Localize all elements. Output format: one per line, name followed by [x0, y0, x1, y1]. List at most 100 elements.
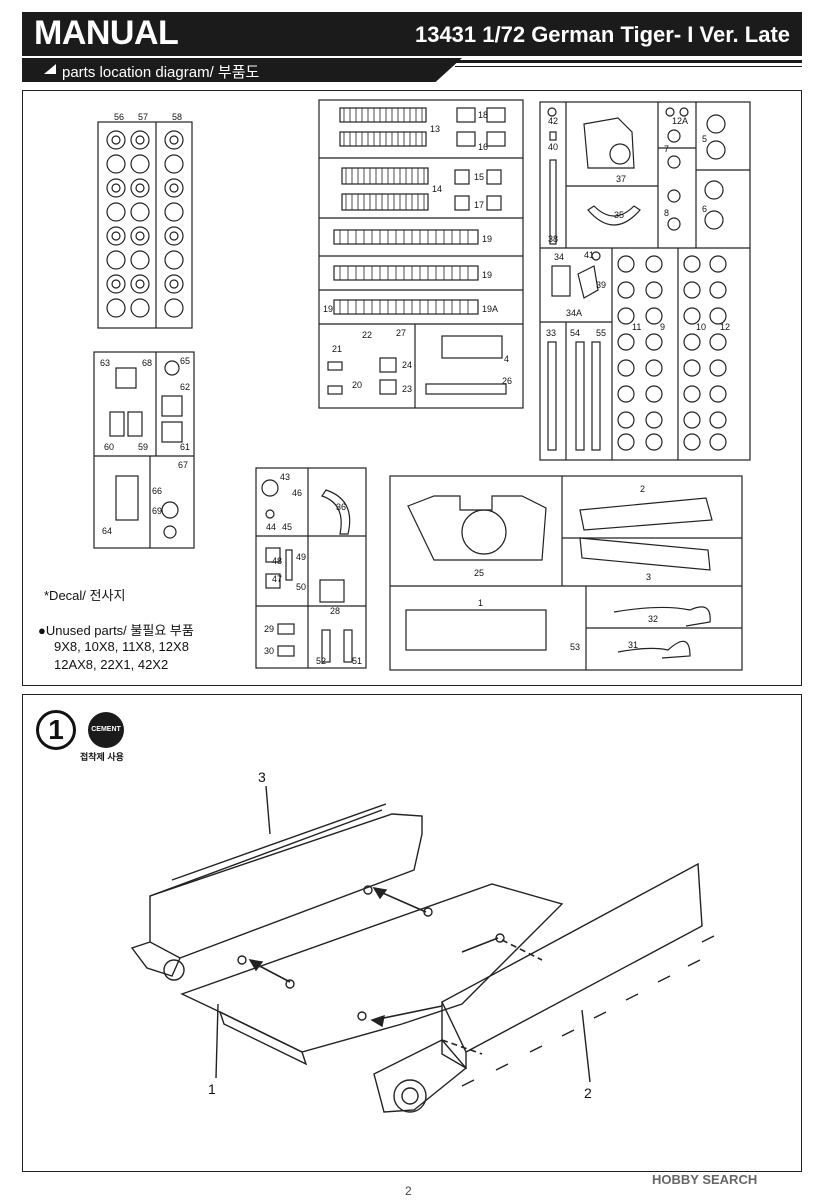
- part-number: 23: [402, 384, 412, 394]
- part-number: 4: [504, 354, 509, 364]
- part-number: 61: [180, 442, 190, 452]
- part-number: 51: [352, 656, 362, 666]
- part-number: 42: [548, 116, 558, 126]
- part-number: 39: [596, 280, 606, 290]
- part-number: 7: [664, 144, 669, 154]
- sprue-wheels-frame: [97, 121, 193, 329]
- part-number: 8: [664, 208, 669, 218]
- sprue-small-b-frame: [255, 467, 367, 669]
- part-number: 12A: [672, 116, 688, 126]
- part-number: 47: [272, 574, 282, 584]
- part-number: 64: [102, 526, 112, 536]
- cement-label: 접착제 사용: [80, 752, 124, 762]
- part-number: 62: [180, 382, 190, 392]
- part-number: 65: [180, 356, 190, 366]
- part-number: 3: [646, 572, 651, 582]
- part-number: 48: [272, 556, 282, 566]
- part-number: 6: [702, 204, 707, 214]
- part-number: 34A: [566, 308, 582, 318]
- section-label: parts location diagram/ 부품도: [62, 64, 260, 81]
- part-number: 43: [280, 472, 290, 482]
- assembly-step-panel: [22, 694, 802, 1172]
- sprue-turret-frame: [539, 101, 751, 461]
- part-number: 38: [548, 234, 558, 244]
- part-number: 44: [266, 522, 276, 532]
- sprue-diagram: 56 57 58 13 18 16 14 15 17 19 19 19 19A …: [93, 99, 751, 671]
- manual-title: MANUAL: [34, 14, 179, 52]
- part-number: 59: [138, 442, 148, 452]
- part-number: 29: [264, 624, 274, 634]
- part-number: 5: [702, 134, 707, 144]
- return-roller-grid: [617, 255, 727, 451]
- part-number: 12: [720, 322, 730, 332]
- section-bar: [22, 58, 462, 82]
- sprue-tracks-frame: [318, 99, 524, 409]
- part-number: 20: [352, 380, 362, 390]
- part-number: 58: [172, 112, 182, 122]
- part-number: 54: [570, 328, 580, 338]
- part-number: 22: [362, 330, 372, 340]
- part-number: 28: [330, 606, 340, 616]
- part-number: 18: [478, 110, 488, 120]
- part-number: 56: [114, 112, 124, 122]
- side-plate-right: [441, 862, 703, 1053]
- part-number: 9: [660, 322, 665, 332]
- part-number: 24: [402, 360, 412, 370]
- part-number: 36: [336, 502, 346, 512]
- header-bar: [22, 12, 802, 56]
- part-number: 15: [474, 172, 484, 182]
- part-number: 34: [554, 252, 564, 262]
- part-number: 49: [296, 552, 306, 562]
- step-number-badge: 1: [36, 710, 76, 750]
- part-number: 41: [584, 250, 594, 260]
- sprue-small-a-frame: [93, 351, 195, 549]
- callout-1: 1: [208, 1081, 216, 1097]
- part-number: 21: [332, 344, 342, 354]
- sprue-hull-frame: [389, 475, 743, 671]
- part-number: 40: [548, 142, 558, 152]
- part-number: 35: [614, 210, 624, 220]
- section-rule: [440, 60, 802, 63]
- part-number: 69: [152, 506, 162, 516]
- part-number: 57: [138, 112, 148, 122]
- part-number: 19: [482, 270, 492, 280]
- callout-2: 2: [584, 1085, 592, 1101]
- part-number: 2: [640, 484, 645, 494]
- part-number: 14: [432, 184, 442, 194]
- page-number: 2: [405, 1184, 412, 1198]
- part-number: 68: [142, 358, 152, 368]
- part-number: 13: [430, 124, 440, 134]
- part-number: 52: [316, 656, 326, 666]
- part-number: 19: [323, 304, 333, 314]
- bullet-icon: ●: [38, 623, 46, 638]
- part-number: 19A: [482, 304, 498, 314]
- side-plate-left: [149, 813, 423, 959]
- part-number: 25: [474, 568, 484, 578]
- part-number: 1: [478, 598, 483, 608]
- part-number: 67: [178, 460, 188, 470]
- part-number: 27: [396, 328, 406, 338]
- decal-note: *Decal/ 전사지: [44, 588, 126, 603]
- part-number: 63: [100, 358, 110, 368]
- part-number: 37: [616, 174, 626, 184]
- part-number: 55: [596, 328, 606, 338]
- part-number: 46: [292, 488, 302, 498]
- hull-assembly-drawing: 3 1 2: [130, 769, 715, 1113]
- part-number: 31: [628, 640, 638, 650]
- product-title: 13431 1/72 German Tiger- I Ver. Late: [414, 22, 790, 47]
- part-number: 45: [282, 522, 292, 532]
- watermark-brand: HOBBY SEARCH: [652, 1172, 758, 1187]
- part-number: 66: [152, 486, 162, 496]
- part-number: 50: [296, 582, 306, 592]
- part-number-labels: 56 57 58 13 18 16 14 15 17 19 19 19 19A …: [100, 110, 730, 666]
- part-number: 26: [502, 376, 512, 386]
- part-number: 17: [474, 200, 484, 210]
- part-number: 16: [478, 142, 488, 152]
- unused-parts-label: Unused parts/ 불필요 부품: [45, 623, 194, 638]
- part-number: 32: [648, 614, 658, 624]
- section-triangle-icon: [44, 64, 56, 74]
- part-number: 30: [264, 646, 274, 656]
- part-number: 10: [696, 322, 706, 332]
- unused-parts-line2: 12AX8, 22X1, 42X2: [54, 657, 169, 672]
- part-number: 60: [104, 442, 114, 452]
